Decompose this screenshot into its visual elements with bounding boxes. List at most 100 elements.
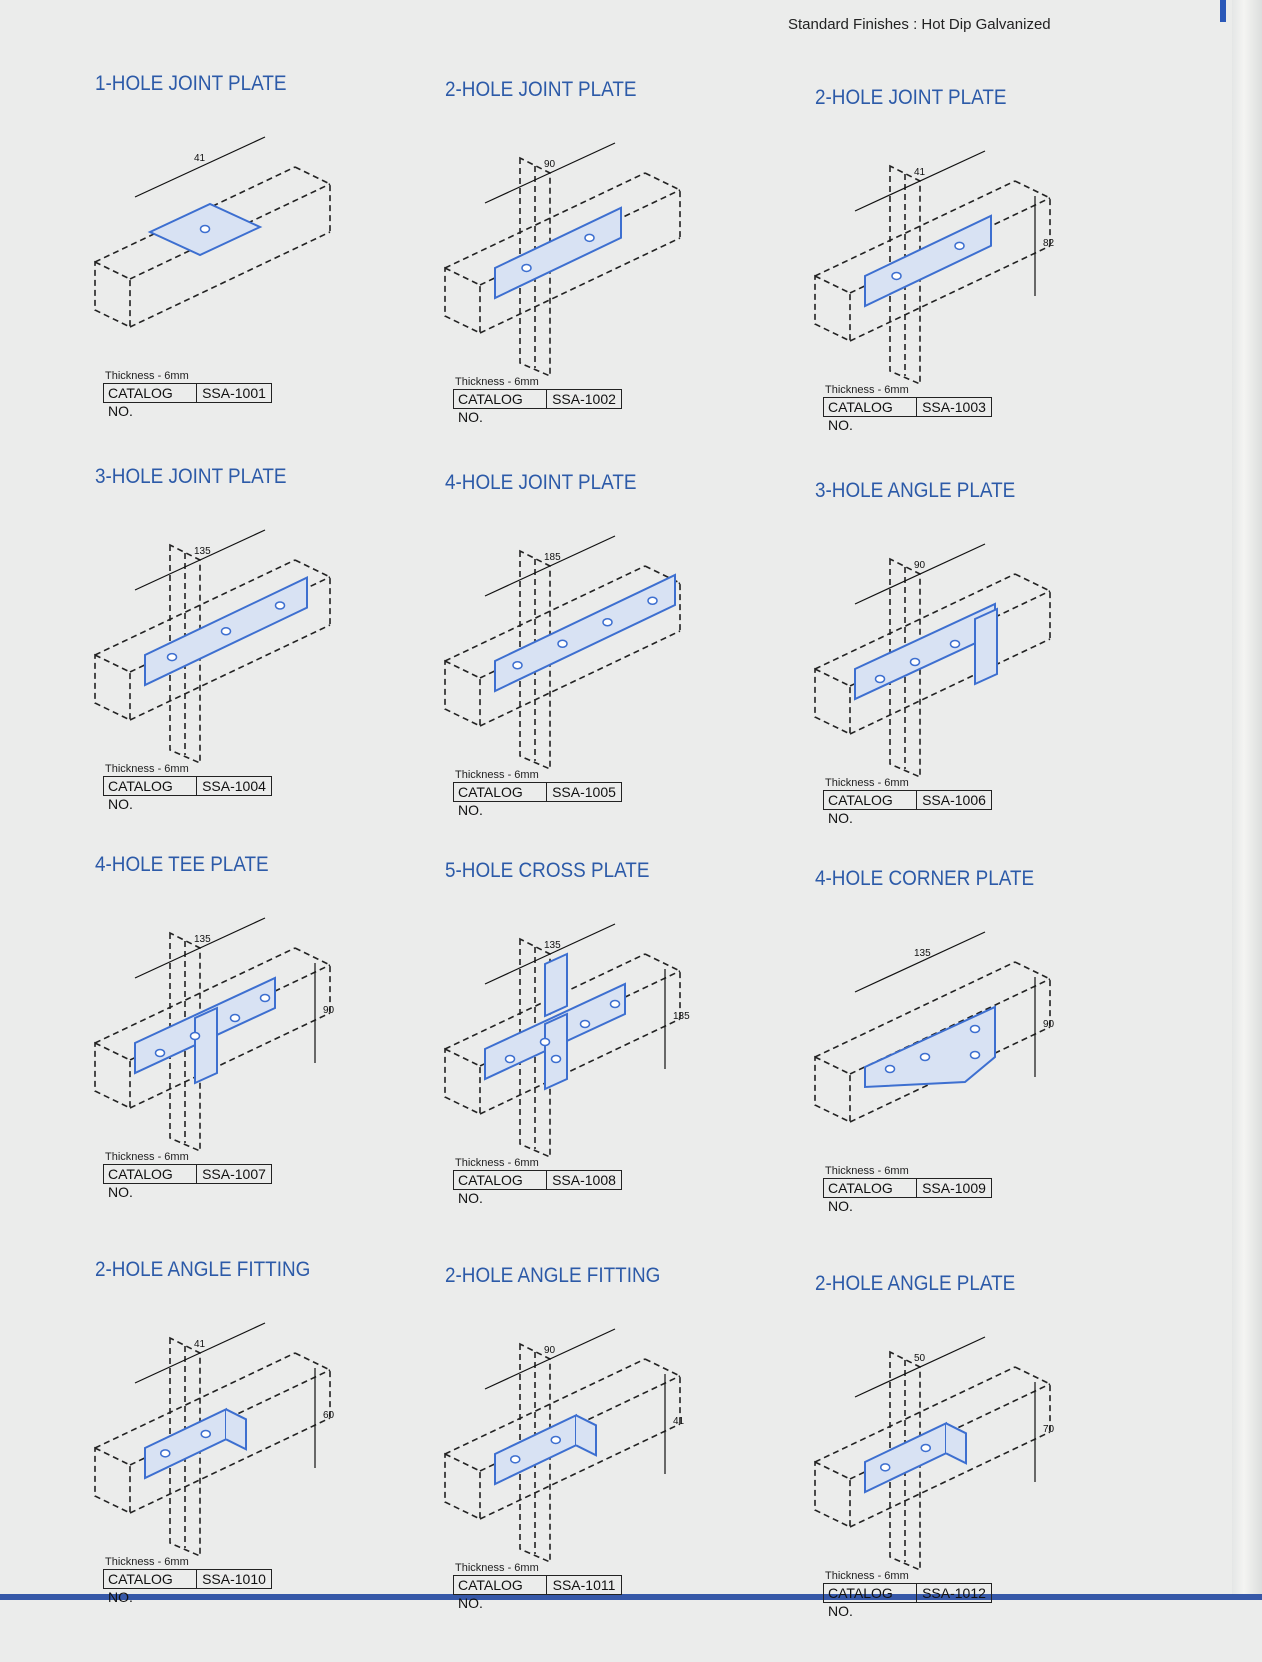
dimension-line <box>854 1336 986 1398</box>
channel-outline <box>814 557 1051 779</box>
catalog-box: CATALOG NO.SSA-1011 <box>453 1575 622 1611</box>
hole <box>220 627 232 636</box>
catalog-item: 4-HOLE JOINT PLATE 185 Thickness - 6mm C… <box>425 471 725 861</box>
hole <box>969 1050 981 1060</box>
catalog-item: 3-HOLE ANGLE PLATE 90 Thickness - 6mm CA… <box>795 479 1095 869</box>
item-drawing: 41 <box>94 136 331 329</box>
dimension-line <box>854 543 986 605</box>
item-drawing: 90 <box>444 142 681 378</box>
catalog-number: SSA-1012 <box>922 1585 986 1601</box>
item-title: 3-HOLE ANGLE PLATE <box>815 479 1016 502</box>
item-drawing: 135 <box>94 529 331 765</box>
hole <box>919 1052 931 1062</box>
catalog-box: CATALOG NO.SSA-1005 <box>453 782 622 818</box>
catalog-number: SSA-1002 <box>552 391 616 407</box>
catalog-label: CATALOG NO. <box>104 1165 197 1200</box>
hole <box>647 596 658 605</box>
hole <box>949 639 961 649</box>
catalog-box: CATALOG NO.SSA-1001 <box>103 383 272 419</box>
standard-finishes: Standard Finishes : Hot Dip Galvanized <box>788 16 1051 33</box>
hole <box>874 674 886 684</box>
hole <box>274 601 286 610</box>
channel-outline <box>814 164 1051 386</box>
thickness-label: Thickness - 6mm <box>455 1157 539 1169</box>
item-drawing: 185 <box>444 535 681 771</box>
catalog-label: CATALOG NO. <box>454 1171 547 1206</box>
catalog-box: CATALOG NO. SSA-1008 <box>453 1170 622 1206</box>
dimension-line <box>484 923 616 985</box>
channel-outline <box>444 549 681 771</box>
hole <box>504 1054 516 1064</box>
hole <box>510 1455 521 1464</box>
hole <box>880 1463 891 1472</box>
catalog-label: CATALOG NO. <box>824 398 917 433</box>
item-title: 1-HOLE JOINT PLATE <box>95 72 287 95</box>
plate <box>864 1005 996 1089</box>
dimension-line <box>134 1322 266 1384</box>
catalog-number: SSA-1003 <box>922 399 986 415</box>
channel-outline <box>94 1336 331 1558</box>
hole <box>199 224 211 234</box>
dimension-label: 90 <box>1043 1019 1055 1030</box>
thickness-label: Thickness - 6mm <box>105 1556 189 1568</box>
catalog-number: SSA-1005 <box>552 784 616 800</box>
dimension-label: 41 <box>194 1339 206 1350</box>
hole <box>909 657 921 667</box>
catalog-label: CATALOG NO. <box>824 1584 917 1619</box>
catalog-box: CATALOG NO. SSA-1012 <box>823 1583 992 1619</box>
bottom-bar <box>0 1594 1262 1600</box>
catalog-item: 3-HOLE JOINT PLATE 135 Thickness - 6mm C… <box>75 465 375 855</box>
catalog-number: SSA-1010 <box>202 1571 266 1587</box>
item-title: 2-HOLE JOINT PLATE <box>445 78 637 101</box>
catalog-label: CATALOG NO. <box>454 390 547 425</box>
channel-outline <box>444 156 681 378</box>
dimension-label: 135 <box>544 940 561 951</box>
item-title: 5-HOLE CROSS PLATE <box>445 859 650 882</box>
catalog-number: SSA-1008 <box>552 1172 616 1188</box>
hole <box>969 1024 981 1034</box>
dimension-label: 90 <box>914 560 926 571</box>
catalog-box: CATALOG NO. SSA-1002 <box>453 389 622 425</box>
hole <box>200 1429 211 1439</box>
hole <box>189 1031 201 1041</box>
item-title: 4-HOLE TEE PLATE <box>95 853 269 876</box>
plate <box>854 602 998 701</box>
catalog-number: SSA-1001 <box>202 385 266 401</box>
thickness-label: Thickness - 6mm <box>105 763 189 775</box>
plate <box>494 206 622 300</box>
edge-tab <box>1220 0 1226 22</box>
dimension-label: 41 <box>194 153 206 164</box>
dimension-line <box>134 917 266 979</box>
hole <box>602 618 613 627</box>
plate <box>147 202 263 257</box>
channel-outline <box>444 1342 681 1564</box>
hole <box>259 993 271 1003</box>
catalog-box: CATALOG NO.SSA-1007 <box>103 1164 272 1200</box>
plate <box>144 576 308 687</box>
dimension-label: 70 <box>1043 1424 1055 1435</box>
hole <box>584 233 595 243</box>
dimension-label: 185 <box>544 552 561 563</box>
catalog-box: CATALOG NO.SSA-1004 <box>103 776 272 812</box>
hole <box>609 999 621 1009</box>
dimension-label: 90 <box>544 1345 556 1356</box>
hole <box>154 1048 166 1058</box>
dimension-line <box>484 142 616 204</box>
dimension-label: 90 <box>544 159 556 170</box>
hole <box>512 661 523 670</box>
item-title: 2-HOLE ANGLE FITTING <box>445 1264 661 1287</box>
hole <box>891 271 902 281</box>
catalog-label: CATALOG NO. <box>454 1576 547 1611</box>
dimension-line <box>854 150 986 212</box>
catalog-number: SSA-1006 <box>922 792 986 808</box>
dimension-line <box>484 535 616 597</box>
plate <box>134 976 276 1085</box>
hole <box>884 1064 896 1074</box>
hole <box>557 639 568 648</box>
thickness-label: Thickness - 6mm <box>105 370 189 382</box>
item-drawing: 90 <box>814 543 1051 779</box>
